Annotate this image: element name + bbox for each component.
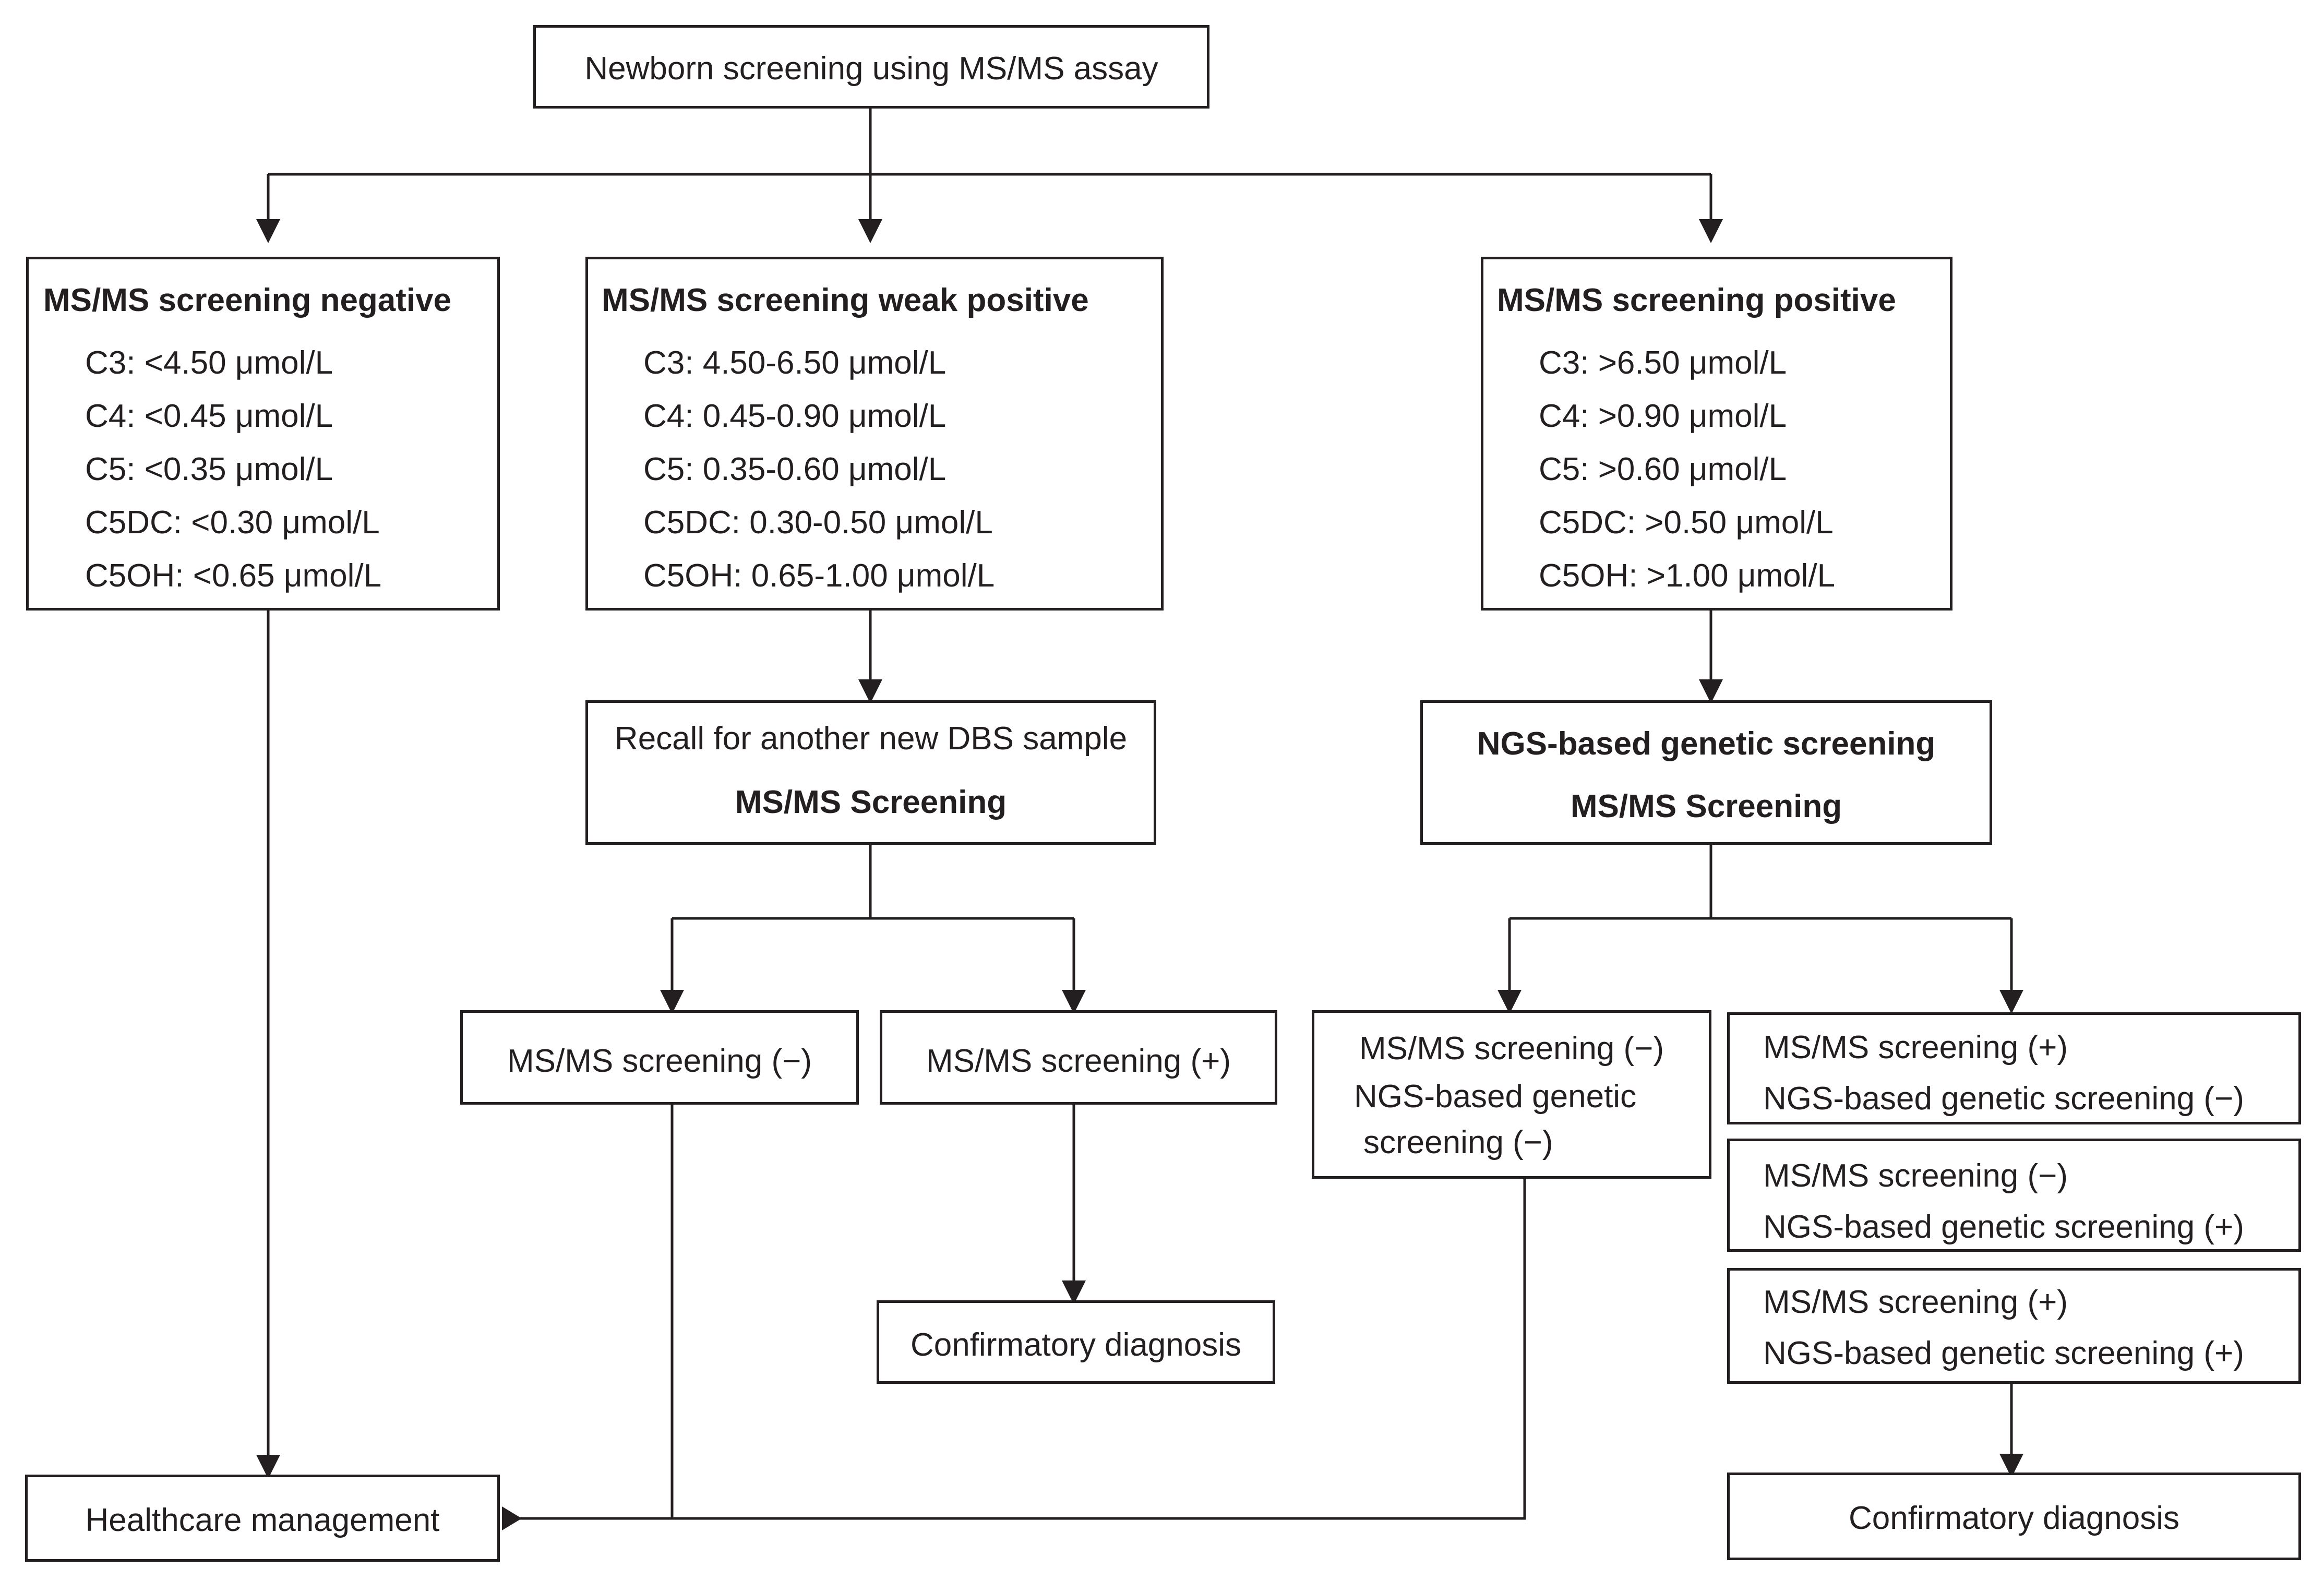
arrowhead-ngs — [1699, 679, 1723, 703]
negative-item-c5dc: C5DC: <0.30 μmol/L — [85, 505, 380, 541]
arrowhead-healthcare-side — [502, 1506, 522, 1530]
arrowhead-weak-minus — [660, 990, 684, 1014]
negative-item-c3: C3: <4.50 μmol/L — [85, 345, 333, 381]
connector-both-minus-to-healthcare — [517, 1178, 1526, 1520]
confirm-right-box: Confirmatory diagnosis — [1727, 1473, 2301, 1560]
weak-plus-box: MS/MS screening (+) — [880, 1010, 1277, 1105]
ms-plus-ngs-minus-line1: MS/MS screening (+) — [1763, 1030, 2068, 1066]
weak-minus-label: MS/MS screening (−) — [507, 1043, 812, 1079]
arrowhead-negative — [256, 219, 280, 243]
confirm-left-label: Confirmatory diagnosis — [910, 1327, 1242, 1363]
negative-box: MS/MS screening negative C3: <4.50 μmol/… — [26, 257, 500, 611]
positive-box: MS/MS screening positive C3: >6.50 μmol/… — [1481, 257, 1952, 611]
both-minus-line2: NGS-based genetic — [1354, 1079, 1637, 1115]
confirm-left-box: Confirmatory diagnosis — [877, 1300, 1275, 1384]
weak-positive-item-c3: C3: 4.50-6.50 μmol/L — [643, 345, 947, 381]
arrowhead-healthcare-top — [256, 1455, 280, 1479]
arrowhead-positive — [1699, 219, 1723, 243]
positive-item-c5oh: C5OH: >1.00 μmol/L — [1539, 558, 1836, 594]
root-label: Newborn screening using MS/MS assay — [584, 51, 1158, 87]
ngs-line2: MS/MS Screening — [1570, 788, 1842, 824]
positive-item-c5dc: C5DC: >0.50 μmol/L — [1539, 505, 1834, 541]
confirm-right-label: Confirmatory diagnosis — [1848, 1500, 2180, 1536]
negative-item-c5oh: C5OH: <0.65 μmol/L — [85, 558, 382, 594]
both-minus-box: MS/MS screening (−) NGS-based genetic sc… — [1312, 1010, 1711, 1179]
weak-plus-label: MS/MS screening (+) — [926, 1043, 1231, 1079]
arrowhead-confirm-right — [1999, 1454, 2023, 1478]
negative-item-c4: C4: <0.45 μmol/L — [85, 398, 333, 434]
weak-positive-box: MS/MS screening weak positive C3: 4.50-6… — [585, 257, 1164, 611]
weak-positive-item-c5dc: C5DC: 0.30-0.50 μmol/L — [643, 505, 993, 541]
ms-plus-ngs-minus-box: MS/MS screening (+) NGS-based genetic sc… — [1727, 1012, 2301, 1124]
positive-item-c5: C5: >0.60 μmol/L — [1539, 451, 1787, 487]
both-plus-line2: NGS-based genetic screening (+) — [1763, 1335, 2244, 1371]
recall-line2: MS/MS Screening — [735, 784, 1007, 820]
arrowhead-weak-plus — [1062, 990, 1086, 1014]
both-minus-line1: MS/MS screening (−) — [1359, 1031, 1664, 1067]
positive-item-c4: C4: >0.90 μmol/L — [1539, 398, 1787, 434]
ngs-line1: NGS-based genetic screening — [1477, 726, 1936, 762]
healthcare-box: Healthcare management — [25, 1475, 500, 1562]
weak-positive-item-c5: C5: 0.35-0.60 μmol/L — [643, 451, 947, 487]
recall-line1: Recall for another new DBS sample — [614, 721, 1128, 757]
ngs-box: NGS-based genetic screening MS/MS Screen… — [1420, 700, 1992, 845]
weak-positive-item-c4: C4: 0.45-0.90 μmol/L — [643, 398, 947, 434]
positive-item-c3: C3: >6.50 μmol/L — [1539, 345, 1787, 381]
weak-positive-item-c5oh: C5OH: 0.65-1.00 μmol/L — [643, 558, 995, 594]
weak-minus-box: MS/MS screening (−) — [460, 1010, 859, 1105]
root-box: Newborn screening using MS/MS assay — [533, 25, 1209, 109]
recall-box: Recall for another new DBS sample MS/MS … — [585, 700, 1156, 845]
arrowhead-ms-plus-ngs-minus — [1999, 990, 2023, 1014]
arrowhead-recall — [858, 679, 882, 703]
weak-positive-title: MS/MS screening weak positive — [602, 282, 1089, 318]
arrowhead-both-minus — [1498, 990, 1522, 1014]
ms-minus-ngs-plus-line2: NGS-based genetic screening (+) — [1763, 1209, 2244, 1245]
both-plus-line1: MS/MS screening (+) — [1763, 1284, 2068, 1320]
arrowhead-weak-positive — [858, 219, 882, 243]
both-minus-line3: screening (−) — [1363, 1124, 1553, 1160]
negative-title: MS/MS screening negative — [43, 282, 452, 318]
both-plus-box: MS/MS screening (+) NGS-based genetic sc… — [1727, 1268, 2301, 1384]
healthcare-label: Healthcare management — [85, 1502, 440, 1538]
ms-minus-ngs-plus-box: MS/MS screening (−) NGS-based genetic sc… — [1727, 1139, 2301, 1252]
ms-minus-ngs-plus-line1: MS/MS screening (−) — [1763, 1158, 2068, 1194]
negative-item-c5: C5: <0.35 μmol/L — [85, 451, 333, 487]
positive-title: MS/MS screening positive — [1497, 282, 1896, 318]
arrowhead-confirm-left — [1062, 1280, 1086, 1304]
ms-plus-ngs-minus-line2: NGS-based genetic screening (−) — [1763, 1081, 2244, 1117]
